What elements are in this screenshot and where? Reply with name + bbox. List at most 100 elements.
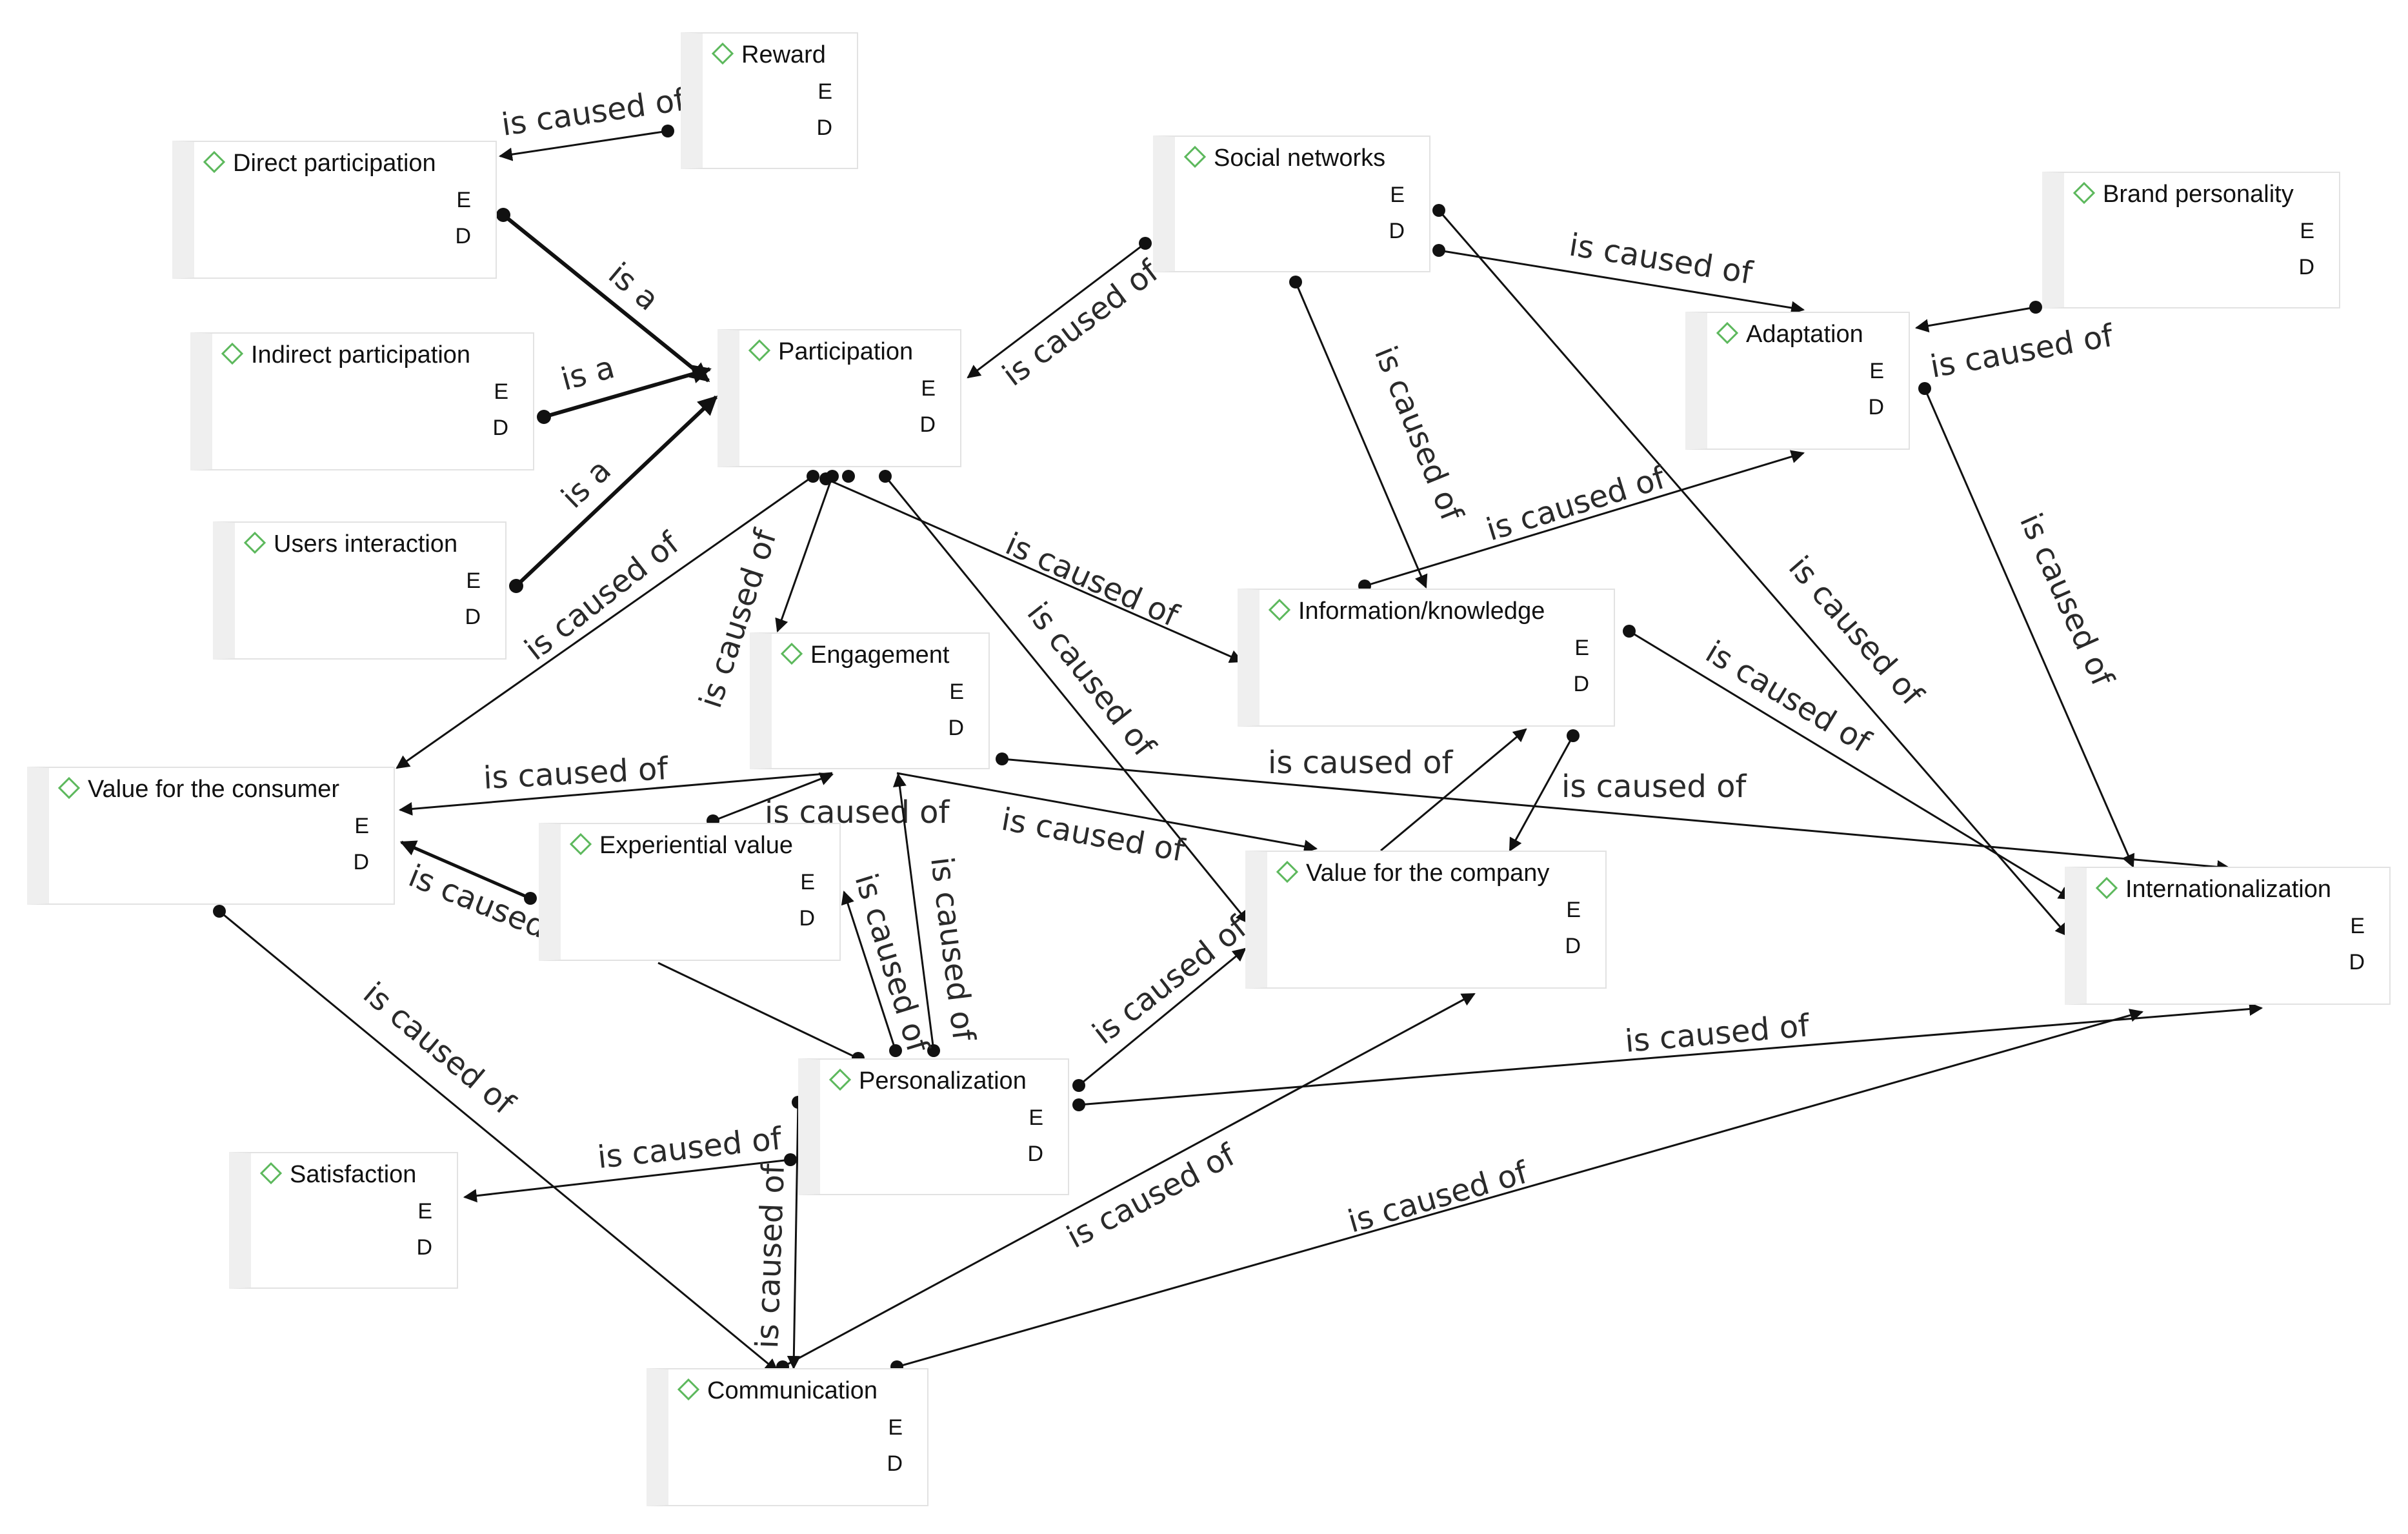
node-indirect-participation[interactable]: Indirect participation E D	[190, 332, 534, 470]
node-d-flag: D	[1027, 1142, 1043, 1166]
node-e-flag: E	[949, 680, 964, 704]
node-adaptation[interactable]: Adaptation E D	[1685, 312, 1910, 450]
node-e-flag: E	[818, 79, 832, 104]
node-social-networks[interactable]: Social networks E D	[1153, 136, 1430, 272]
node-d-flag: D	[799, 906, 815, 931]
diamond-icon	[677, 1378, 699, 1400]
node-e-flag: E	[921, 376, 936, 401]
node-title: Value for the company	[1306, 860, 1550, 887]
diamond-icon	[781, 643, 803, 665]
diamond-icon	[58, 777, 80, 799]
edge-users-interaction-participation[interactable]: is a	[509, 395, 718, 593]
node-users-interaction[interactable]: Users interaction E D	[213, 521, 507, 660]
edge-indirect-participation-participation[interactable]: is a	[537, 349, 712, 424]
node-title: Internationalization	[2125, 876, 2331, 903]
node-engagement[interactable]: Engagement E D	[750, 632, 990, 769]
edge-engagement-value-consumer[interactable]: is caused of	[398, 751, 833, 816]
node-title: Experiential value	[599, 832, 793, 859]
edge-label: is caused of	[1927, 318, 2116, 385]
edge-label: is caused of	[1367, 341, 1470, 527]
node-e-flag: E	[1028, 1105, 1043, 1130]
diamond-icon	[570, 833, 592, 855]
edge-information-value-company[interactable]: is caused of	[1509, 729, 1747, 852]
edge-communication-internationalization[interactable]: is caused of	[890, 1009, 2144, 1373]
node-d-flag: D	[465, 605, 481, 629]
edge-adaptation-internationalization[interactable]: is caused of	[1918, 382, 2135, 868]
node-internationalization[interactable]: Internationalization E D	[2065, 867, 2391, 1005]
node-title: Satisfaction	[290, 1161, 417, 1188]
node-value-for-the-consumer[interactable]: Value for the consumer E D	[27, 767, 395, 905]
node-e-flag: E	[1390, 183, 1405, 207]
diamond-icon	[2073, 182, 2095, 204]
diamond-icon	[829, 1069, 851, 1091]
node-title: Users interaction	[274, 530, 458, 558]
node-direct-participation[interactable]: Direct participation E D	[172, 141, 497, 279]
edge-personalization-value-company[interactable]: is caused of	[1072, 909, 1254, 1092]
edge-label: is caused of	[1561, 769, 1747, 805]
edge-value-company-information[interactable]	[1380, 728, 1527, 852]
edge-label: is caused of	[1567, 227, 1756, 292]
node-e-flag: E	[1869, 359, 1884, 383]
node-title: Value for the consumer	[88, 776, 340, 803]
diamond-icon	[260, 1162, 282, 1184]
node-communication[interactable]: Communication E D	[647, 1368, 928, 1506]
node-e-flag: E	[888, 1415, 903, 1440]
edge-label: is caused of	[2012, 508, 2121, 692]
node-personalization[interactable]: Personalization E D	[798, 1058, 1069, 1195]
node-e-flag: E	[800, 870, 815, 894]
diamond-icon	[2096, 877, 2118, 899]
edge-brand-personality-adaptation[interactable]: is caused of	[1914, 301, 2116, 385]
node-d-flag: D	[1389, 219, 1405, 243]
edge-engagement-internationalization[interactable]: is caused of	[996, 745, 2231, 874]
diamond-icon	[748, 339, 770, 361]
node-title: Communication	[707, 1377, 878, 1404]
edge-information-internationalization[interactable]: is caused of	[1623, 625, 2072, 900]
edge-reward-direct-participation[interactable]: is caused of	[498, 81, 688, 161]
edge-label: is caused of	[749, 1162, 792, 1349]
node-title: Participation	[778, 338, 914, 365]
node-reward[interactable]: Reward E D	[681, 32, 858, 169]
node-e-flag: E	[417, 1199, 432, 1224]
node-d-flag: D	[416, 1235, 432, 1260]
node-d-flag: D	[948, 716, 964, 740]
edge-label: is caused of	[1061, 1136, 1241, 1255]
diamond-icon	[221, 343, 243, 365]
node-e-flag: E	[456, 188, 471, 212]
node-e-flag: E	[2300, 219, 2314, 243]
node-title: Brand personality	[2103, 181, 2294, 208]
node-participation[interactable]: Participation E D	[717, 329, 961, 467]
edge-label: is caused of	[1482, 459, 1670, 549]
edge-experiential-engagement[interactable]: is caused of	[707, 772, 950, 831]
diamond-icon	[1269, 599, 1290, 621]
edge-social-networks-information[interactable]: is caused of	[1289, 276, 1470, 589]
edge-personalization-internationalization[interactable]: is caused of	[1072, 1002, 2263, 1111]
node-title: Reward	[741, 41, 826, 68]
node-title: Indirect participation	[251, 341, 471, 368]
node-value-for-the-company[interactable]: Value for the company E D	[1245, 851, 1607, 989]
edge-label: is caused of	[1344, 1154, 1532, 1240]
edge-label: is caused of	[1086, 909, 1254, 1051]
edge-label: is caused of	[996, 253, 1166, 394]
node-d-flag: D	[2298, 255, 2314, 279]
diamond-icon	[1716, 322, 1738, 344]
node-information-knowledge[interactable]: Information/knowledge E D	[1238, 589, 1615, 727]
node-title: Information/knowledge	[1298, 598, 1545, 625]
node-d-flag: D	[2349, 950, 2365, 974]
edge-label: is caused of	[923, 855, 982, 1044]
node-d-flag: D	[1565, 934, 1581, 958]
node-d-flag: D	[1868, 395, 1884, 419]
node-e-flag: E	[494, 379, 508, 404]
node-d-flag: D	[353, 850, 369, 874]
edge-personalization-satisfaction[interactable]: is caused of	[463, 1120, 797, 1203]
node-experiential-value[interactable]: Experiential value E D	[539, 823, 841, 961]
node-satisfaction[interactable]: Satisfaction E D	[229, 1152, 458, 1289]
node-title: Engagement	[810, 641, 950, 669]
node-d-flag: D	[887, 1451, 903, 1476]
diamond-icon	[712, 43, 734, 65]
edge-social-networks-participation[interactable]: is caused of	[967, 237, 1166, 394]
edge-personalization-communication[interactable]: is caused of	[749, 1096, 805, 1370]
node-brand-personality[interactable]: Brand personality E D	[2042, 172, 2340, 308]
edge-label: is caused of	[1700, 634, 1877, 760]
